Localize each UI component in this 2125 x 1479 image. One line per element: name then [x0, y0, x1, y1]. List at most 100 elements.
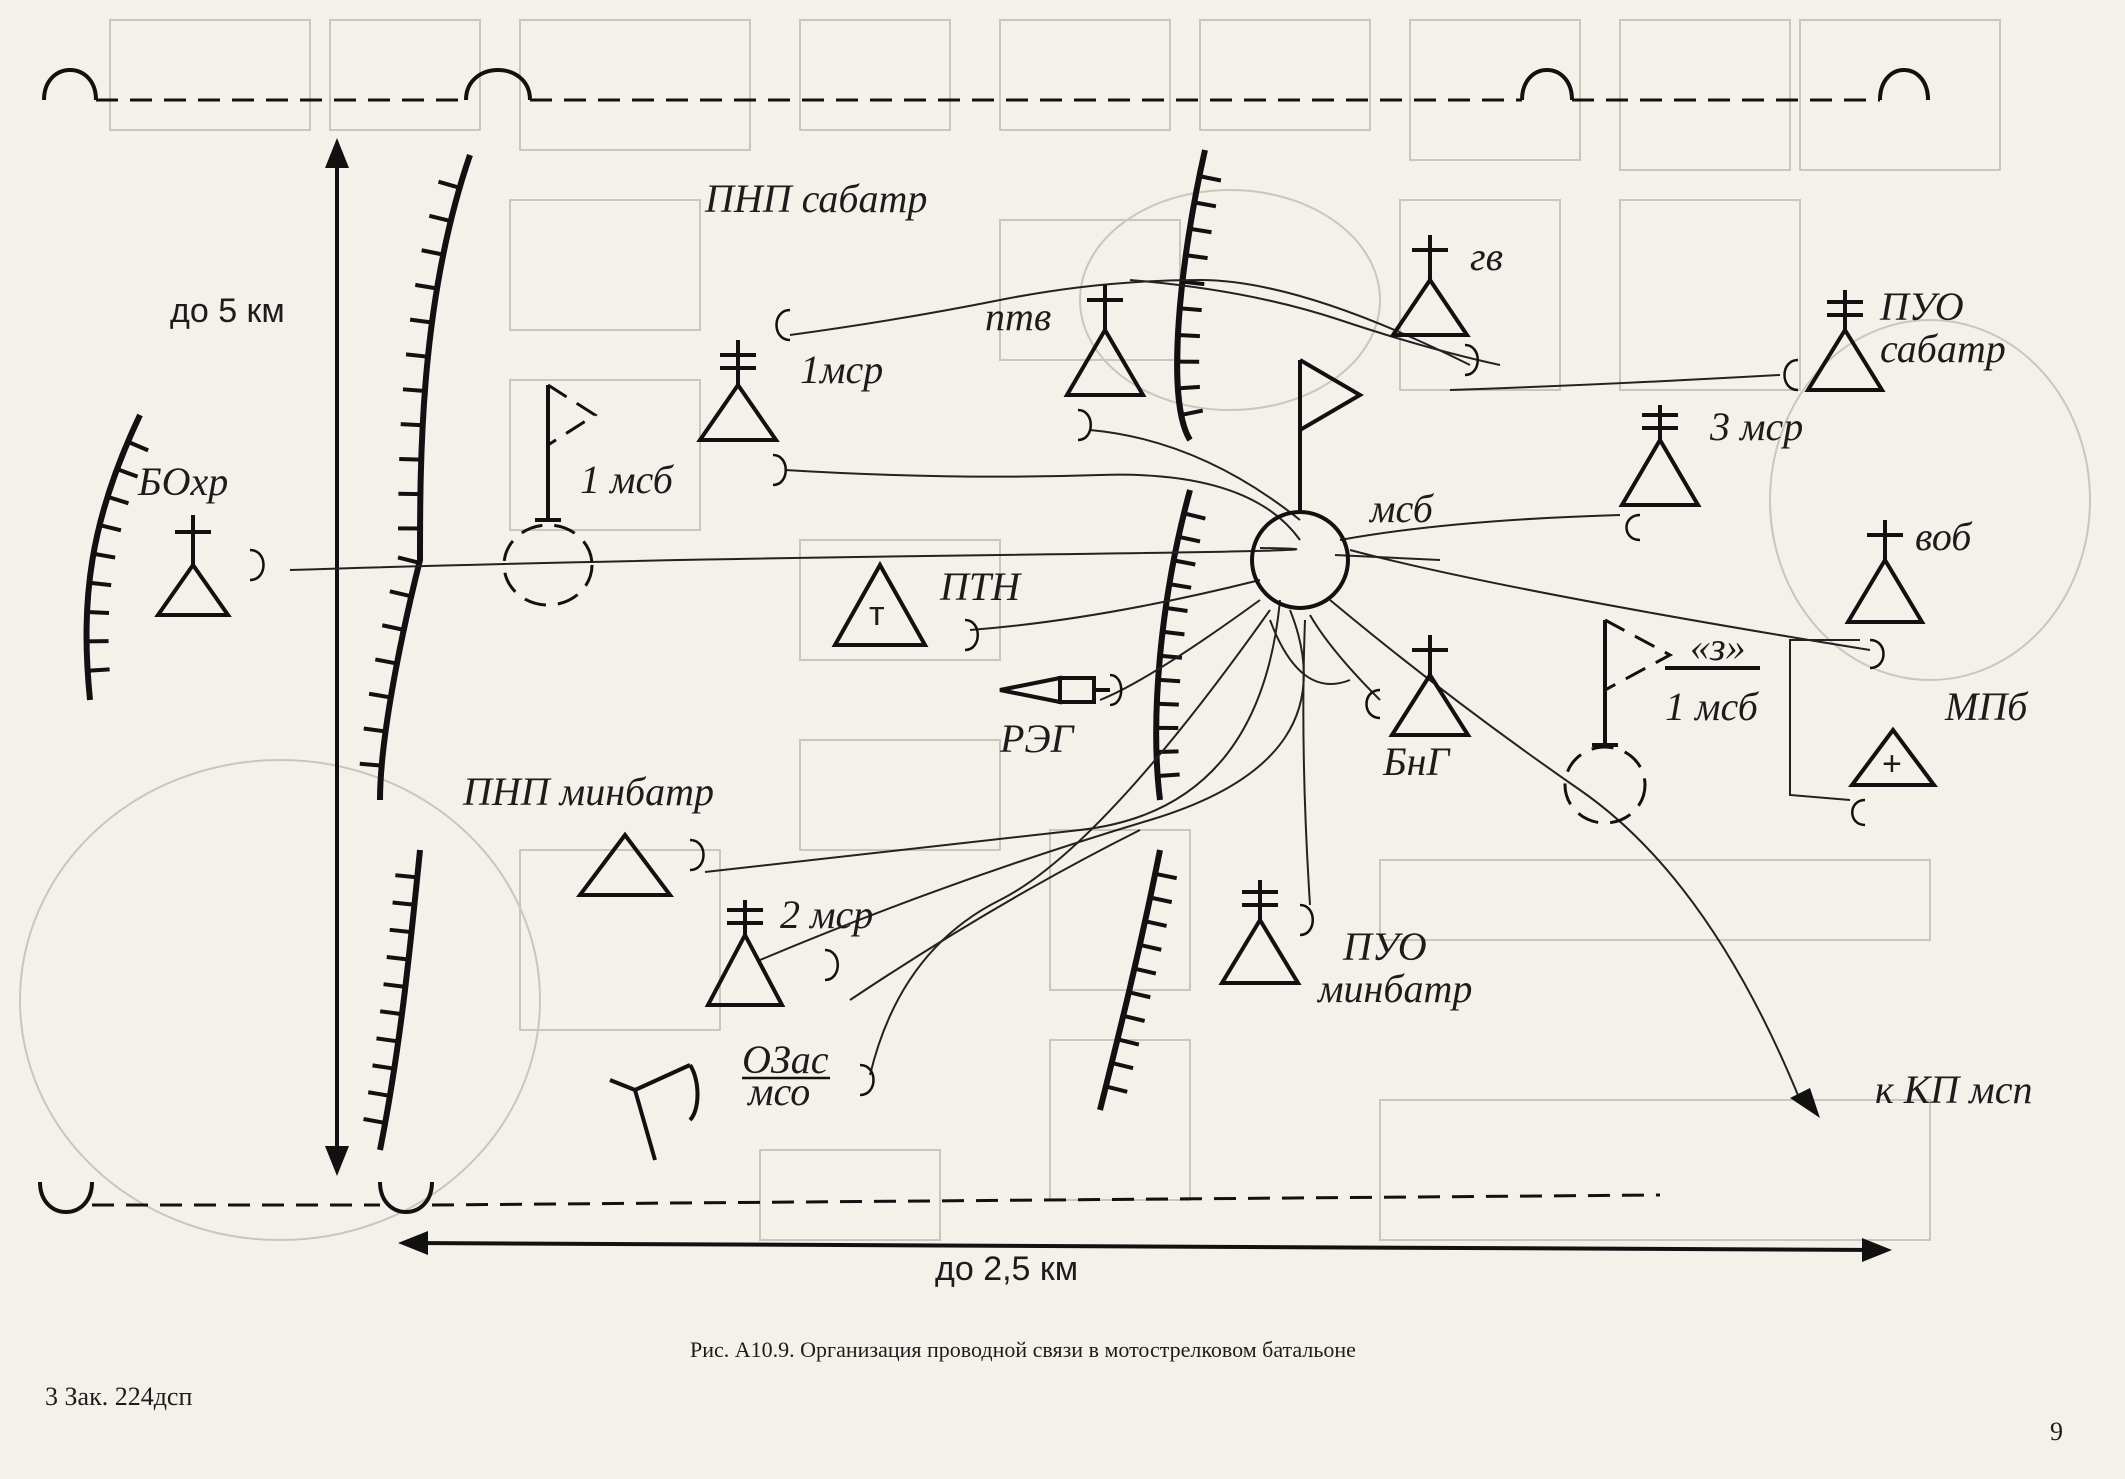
ozas-label: ОЗас	[742, 1037, 829, 1082]
front-line-hatch	[1157, 677, 1181, 684]
front-line-hatch	[93, 551, 116, 560]
reg-label: РЭГ	[999, 716, 1076, 761]
front-line-hatch	[389, 927, 412, 935]
bottom-boundary	[38, 1181, 1661, 1214]
front-line-hatch	[1173, 558, 1196, 567]
front-line-hatch	[372, 1063, 395, 1071]
front-line-hatch	[1179, 306, 1202, 313]
front-line-hatch	[367, 1090, 391, 1098]
front-line-hatch	[1144, 919, 1167, 928]
front-line-hatch	[363, 726, 386, 734]
front-line-hatch	[376, 1036, 399, 1044]
front-line-hatch	[1156, 749, 1179, 754]
front-line-hatch	[1162, 629, 1185, 637]
front-line-hatch	[1185, 253, 1208, 261]
gv-symbol: гв	[1389, 234, 1503, 377]
z-label: «з»	[1690, 624, 1746, 669]
front-line-hatch	[1133, 966, 1157, 976]
msb-label: мсб	[1368, 486, 1435, 531]
figure-caption: Рис. А10.9. Организация проводной связи …	[690, 1337, 1356, 1362]
front-line-hatch	[392, 900, 415, 907]
front-line-hatch	[405, 352, 429, 359]
front-line-hatch	[399, 456, 422, 462]
msr1-label: 1мср	[800, 347, 883, 392]
horizontal-distance-arrow: до 2,5 км	[398, 1231, 1892, 1288]
front-line-hatch	[89, 580, 112, 588]
vob-label: воб	[1915, 514, 1973, 559]
front-line-hatch	[374, 657, 398, 666]
msr2-symbol: 2 мср	[704, 892, 873, 1007]
front-line-hatch	[383, 982, 406, 989]
pnp-sabatr-symbol: ПНП сабатр	[704, 176, 927, 342]
front-line-hatch	[1193, 200, 1217, 209]
msr3-label: 3 мср	[1709, 404, 1803, 449]
front-line-hatch	[379, 1009, 403, 1017]
front-line-hatch	[1117, 1037, 1140, 1047]
msb1-right-label: 1 мсб	[1665, 684, 1760, 729]
bleed-through-background	[19, 19, 2091, 1241]
bng-symbol: БнГ	[1365, 635, 1472, 784]
gv-label: гв	[1470, 234, 1503, 279]
ptn-label: ПТН	[939, 564, 1022, 609]
front-line-hatch	[1157, 772, 1180, 779]
front-line-hatch	[1111, 1060, 1134, 1071]
front-line-hatch	[402, 387, 426, 393]
pnp-sabatr-label: ПНП сабатр	[704, 176, 927, 221]
msb-command-post: мсб	[1250, 358, 1435, 610]
kp-msp-label: к КП мсп	[1875, 1067, 2032, 1112]
front-line-hatch	[1198, 174, 1222, 183]
front-line-hatch	[1180, 408, 1204, 417]
front-line-hatch	[368, 691, 392, 700]
puo-sabatr-symbol: ПУО сабатр	[1783, 284, 2006, 392]
ptv-symbol: птв	[985, 285, 1147, 442]
front-line-hatch	[1165, 605, 1188, 613]
front-line-hatch	[1169, 582, 1192, 590]
front-line-hatch	[1154, 871, 1178, 881]
front-line-hatch	[381, 623, 405, 632]
mso-label: мсо	[746, 1069, 810, 1114]
puo-minbatr-symbol: ПУО минбатр	[1218, 880, 1472, 1011]
puo-sabatr-label-1: ПУО	[1879, 284, 1964, 329]
kp-arrowhead	[1790, 1088, 1820, 1118]
front-line-hatch	[386, 955, 409, 962]
front-line-hatch	[1139, 942, 1162, 952]
bng-label: БнГ	[1382, 739, 1451, 784]
front-line-hatch	[1178, 534, 1201, 544]
msb1-top-symbol: 1 мсб	[502, 383, 675, 607]
front-line-hatch	[1183, 511, 1206, 521]
unit-symbols: БОхр 1мср птв гв	[137, 234, 2029, 1161]
pnp-minbatr-symbol: ПНП минбатр	[462, 769, 714, 897]
front-line-hatch	[1105, 1084, 1128, 1094]
front-line-hatch	[389, 589, 412, 599]
front-line-hatch	[400, 422, 423, 428]
front-line-hatch	[1149, 895, 1173, 905]
front-line-hatch	[359, 761, 382, 768]
msb1-top-label: 1 мсб	[580, 457, 675, 502]
msr3-symbol: 3 мср	[1618, 404, 1803, 542]
front-line-hatch	[127, 439, 149, 453]
front-line-hatch	[1177, 332, 1200, 339]
mpb-symbol: + МПб	[1848, 684, 2029, 827]
msr2-label: 2 мср	[780, 892, 873, 937]
horizontal-distance-label: до 2,5 км	[935, 1250, 1078, 1288]
front-line-hatch	[86, 610, 110, 616]
mpb-mark: +	[1882, 745, 1902, 783]
front-line-hatch	[437, 179, 461, 190]
front-lines	[83, 149, 1208, 1151]
footer-order-number: 3 Зак. 224дсп	[45, 1382, 192, 1411]
puo-sabatr-label-2: сабатр	[1880, 326, 2006, 371]
mpb-label: МПб	[1944, 684, 2029, 729]
ozas-symbol: ОЗас мсо	[609, 1037, 875, 1161]
front-line-hatch	[1177, 384, 1200, 391]
front-line-hatch	[106, 494, 130, 506]
msr1-symbol: 1мср	[696, 340, 883, 487]
front-line-hatch	[363, 1117, 386, 1125]
front-line-hatch	[397, 555, 420, 565]
front-line-hatch	[99, 523, 122, 533]
front-line-hatches	[86, 174, 1222, 1125]
vob-symbol: воб	[1844, 514, 1973, 670]
reg-symbol: РЭГ	[999, 673, 1123, 761]
front-line-hatch	[1128, 990, 1151, 1000]
